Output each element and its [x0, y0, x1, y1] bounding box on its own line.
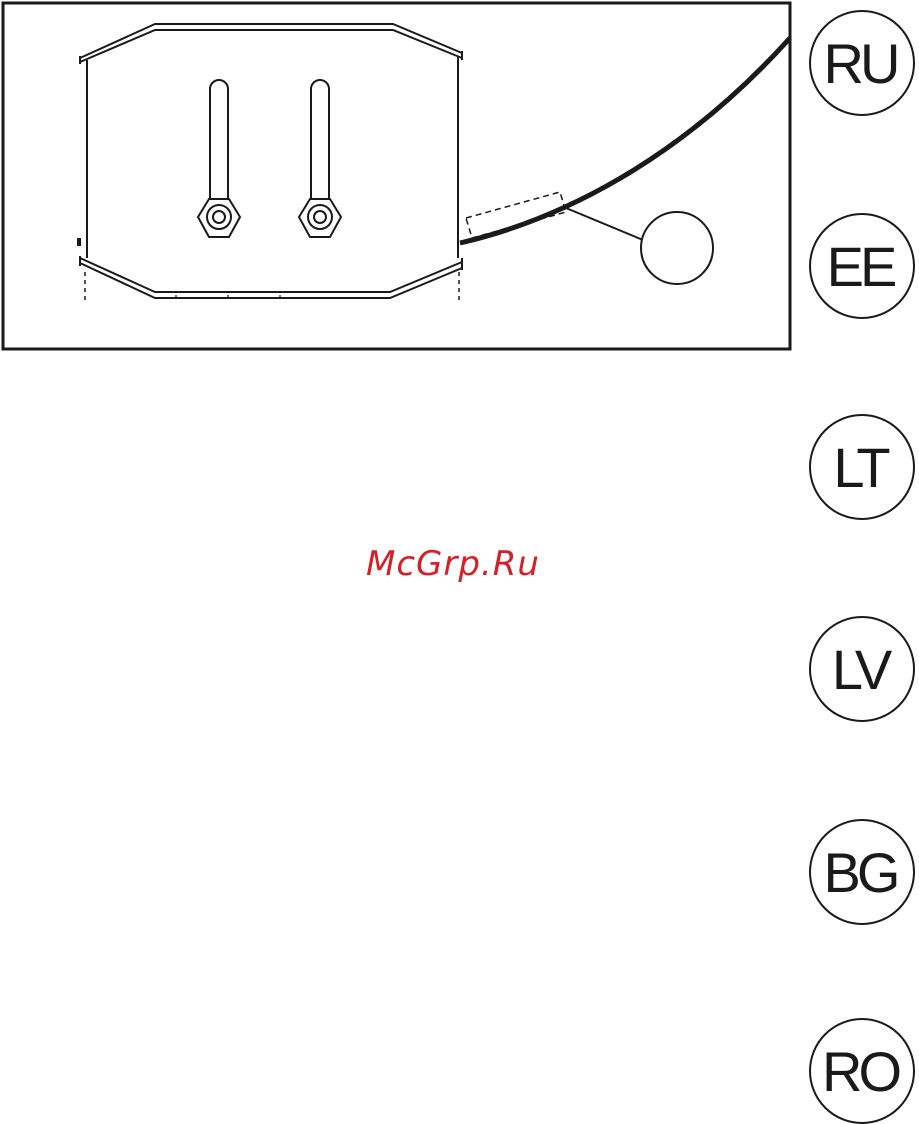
language-badge-ee: EE — [809, 213, 915, 319]
pipe-connector-left — [198, 80, 240, 237]
callout-leader — [566, 208, 643, 240]
appliance-body — [77, 24, 462, 300]
language-badge-lv: LV — [809, 616, 915, 722]
power-cord — [460, 38, 790, 243]
watermark-text: McGrp.Ru — [366, 544, 540, 584]
language-badge-ru: RU — [809, 10, 915, 116]
figure-frame — [3, 3, 790, 349]
pipe-connector-right — [299, 80, 341, 237]
callout-circle — [641, 212, 713, 284]
language-badge-ro: RO — [809, 1018, 915, 1124]
language-badge-bg: BG — [809, 819, 915, 925]
installation-figure — [0, 0, 919, 360]
language-badge-lt: LT — [809, 414, 915, 520]
